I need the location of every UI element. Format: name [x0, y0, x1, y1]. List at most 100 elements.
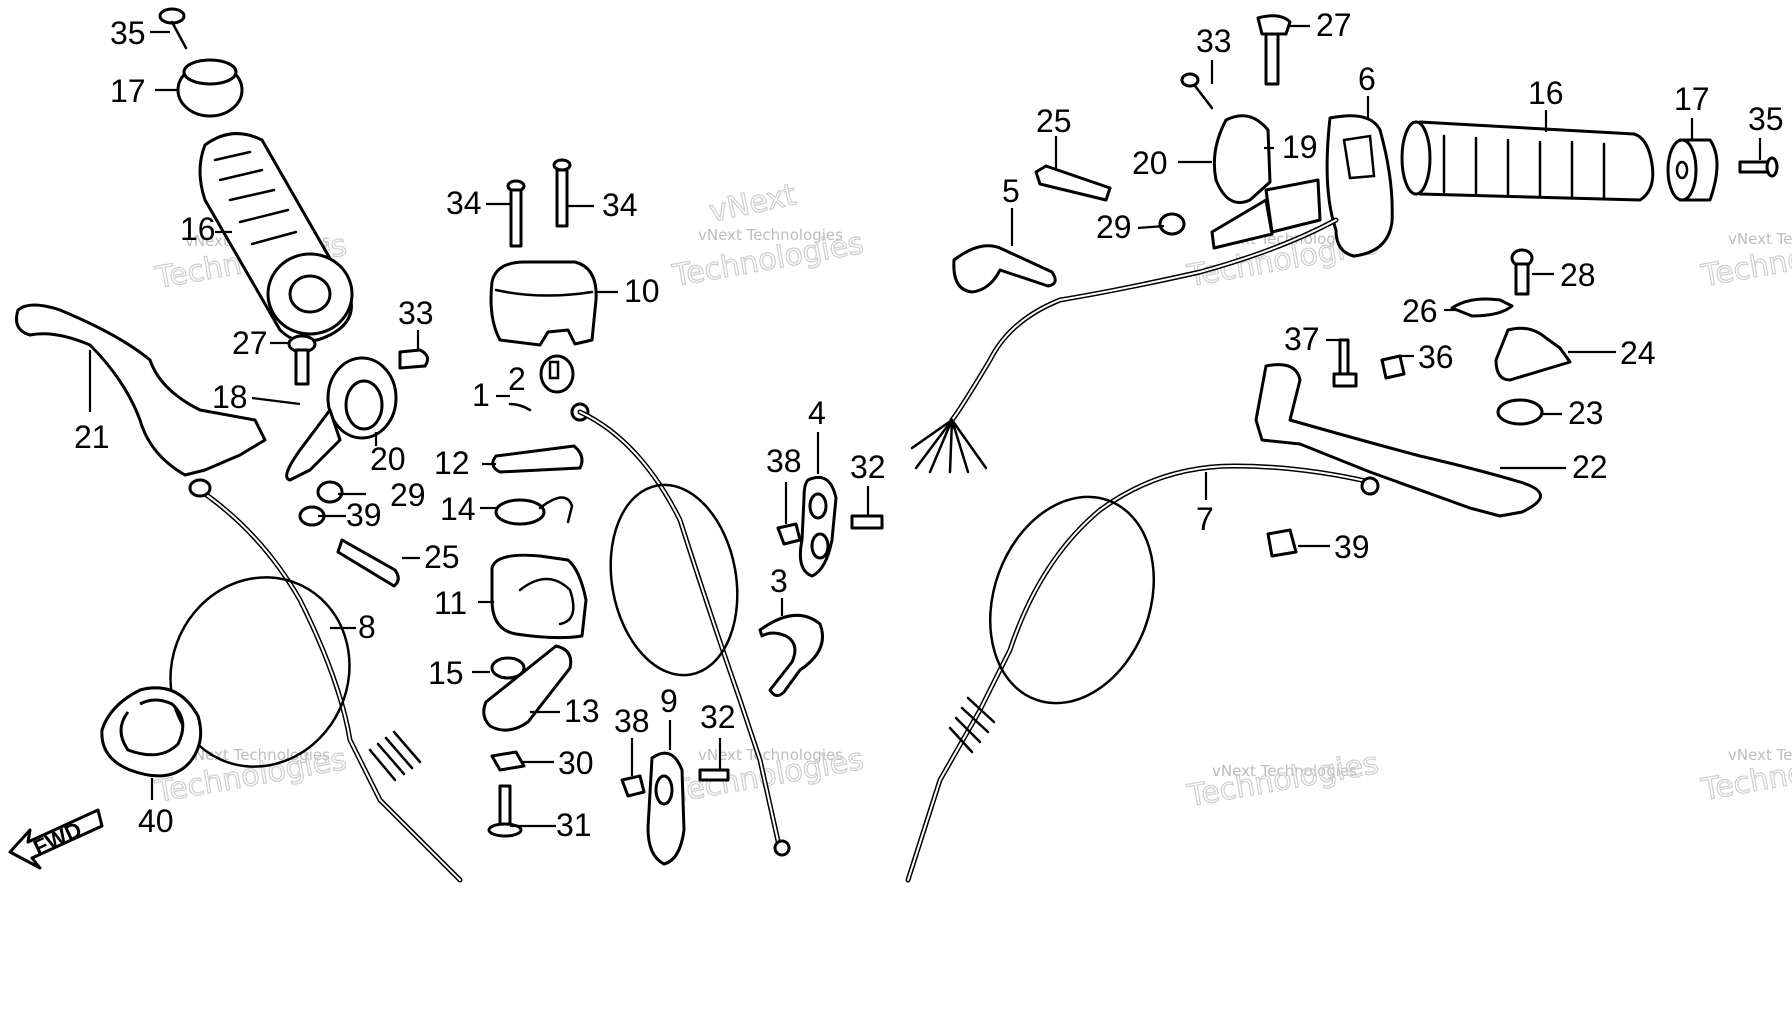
screw-33-left: [398, 348, 430, 370]
callout-22: 22: [1572, 449, 1608, 485]
screw-34-a: [506, 179, 526, 248]
callout-28: 28: [1560, 257, 1596, 293]
lever-13: [482, 644, 573, 732]
callout-5: 5: [1002, 173, 1020, 209]
callout-24: 24: [1620, 335, 1656, 371]
nut-38-a: [776, 522, 802, 546]
nut-38-b: [620, 774, 646, 798]
callout-38-a: 38: [766, 443, 802, 479]
screw-35-right: [1738, 156, 1779, 178]
callout-15: 15: [428, 655, 464, 691]
fwd-label: FWD: [30, 817, 86, 861]
callout-35-left: 35: [110, 15, 146, 51]
part-2: [539, 354, 575, 394]
screw-34-b: [552, 158, 572, 228]
callout-17-right: 17: [1674, 81, 1710, 117]
callout-30: 30: [558, 745, 594, 781]
spring-14: [494, 496, 574, 526]
clip-3: [758, 613, 824, 697]
callout-29-right: 29: [1096, 209, 1132, 245]
brake-holder-19-20: [1210, 114, 1322, 250]
callout-25-right: 25: [1036, 103, 1072, 139]
watermark-small: vNext Technologies: [1212, 762, 1357, 780]
grip-16-right: [1400, 120, 1655, 202]
callout-40: 40: [138, 803, 174, 839]
part-5: [952, 244, 1057, 294]
nut-36: [1380, 354, 1406, 380]
throttle-cable-1: [508, 402, 590, 422]
callout-9: 9: [660, 683, 678, 719]
callout-25-left: 25: [424, 539, 460, 575]
collar-29-left: [316, 480, 344, 504]
left-handlebar-parts: FWD: [8, 7, 463, 883]
callout-17-left: 17: [110, 73, 146, 109]
watermark-small: vNext Technologies: [698, 226, 843, 244]
center-switch-parts: [482, 158, 884, 866]
watermark-small: vNext Technologies: [1728, 746, 1792, 764]
callout-21: 21: [74, 419, 110, 455]
screw-33-right: [1180, 72, 1214, 110]
callout-16-left: 16: [180, 211, 216, 247]
switch-housing-10: [489, 260, 598, 347]
callout-2: 2: [508, 361, 526, 397]
callout-11: 11: [434, 585, 467, 621]
brake-lever-22: [1254, 363, 1542, 518]
right-handlebar-parts: [905, 14, 1779, 883]
nut-39-right: [1266, 528, 1298, 558]
callout-39-right: 39: [1334, 529, 1370, 565]
lever-bracket-18-20-left: [285, 356, 398, 482]
switch-housing-11: [490, 553, 588, 640]
callout-8: 8: [358, 609, 376, 645]
callout-4: 4: [808, 395, 826, 431]
callout-27-right: 27: [1316, 7, 1352, 43]
part-26: [1450, 297, 1514, 318]
bolt-25-right: [1034, 164, 1112, 202]
lever-bracket-24: [1494, 326, 1572, 382]
callout-1: 1: [472, 377, 490, 413]
callout-6: 6: [1358, 61, 1376, 97]
callout-12: 12: [434, 445, 470, 481]
callout-14: 14: [440, 491, 476, 527]
throttle-housing-6: [1325, 114, 1394, 258]
callout-16-right: 16: [1528, 75, 1564, 111]
bolt-37: [1332, 338, 1358, 388]
fwd-arrow: FWD: [8, 808, 104, 870]
callout-35-right: 35: [1748, 101, 1784, 137]
callout-27-left: 27: [232, 325, 268, 361]
bolt-25-left: [336, 538, 400, 588]
throttle-cable-center: [577, 409, 791, 857]
grip-16-left: [198, 132, 354, 343]
callout-10: 10: [624, 273, 660, 309]
screw-28: [1510, 248, 1534, 296]
callout-39-left: 39: [346, 497, 382, 533]
callout-32-b: 32: [700, 699, 736, 735]
brake-cable-7: [905, 463, 1380, 883]
callout-33-left: 33: [398, 295, 434, 331]
callout-36: 36: [1418, 339, 1454, 375]
bolt-32-b: [698, 768, 730, 782]
callout-32-a: 32: [850, 449, 886, 485]
pivot-bolt-27-left: [287, 334, 317, 386]
watermark-small: vNext Technologies: [1728, 230, 1792, 248]
watermark-big: Technologies: [1184, 746, 1381, 814]
clamp-4: [798, 475, 838, 578]
part-15: [490, 656, 526, 680]
switch-cable-right: [910, 217, 1339, 474]
nut-30: [490, 750, 526, 772]
callout-3: 3: [770, 563, 788, 599]
callout-numbers: 35 17 16 21 27 33 18 20 29 39 25 8 40 34…: [74, 7, 1784, 843]
callout-38-b: 38: [614, 703, 650, 739]
callout-31: 31: [556, 807, 592, 843]
screw-35-left: [158, 7, 188, 50]
callout-23: 23: [1568, 395, 1604, 431]
clutch-lever-21: [15, 303, 267, 477]
callout-29-left: 29: [390, 477, 426, 513]
leader-lines: [88, 24, 1762, 828]
callout-20-right: 20: [1132, 145, 1168, 181]
clip-40: [100, 686, 203, 778]
callout-34-a: 34: [446, 185, 482, 221]
callout-7: 7: [1196, 501, 1214, 537]
callout-33-right: 33: [1196, 23, 1232, 59]
watermark-top: vNext: [706, 177, 799, 230]
